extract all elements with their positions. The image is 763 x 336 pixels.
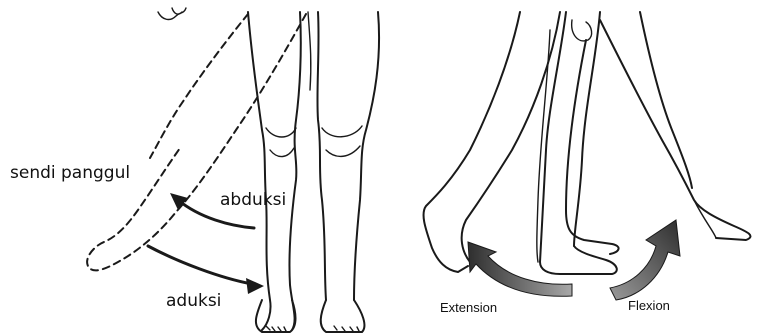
label-adduction: aduksi — [166, 291, 221, 311]
label-abduction: abduksi — [220, 190, 286, 210]
shaded-curved-arrow-icon — [610, 220, 680, 300]
right-panel-legs — [424, 12, 751, 274]
adduction-arrow — [148, 246, 264, 294]
hand-right-panel — [572, 20, 592, 41]
foot-left — [256, 300, 296, 332]
forward-leg — [600, 20, 750, 240]
label-hip-joint: sendi panggul — [10, 163, 130, 183]
label-flexion: Flexion — [628, 298, 670, 313]
shaded-curved-arrow-icon — [468, 242, 572, 296]
flexion-arrow — [610, 220, 680, 300]
label-extension: Extension — [440, 300, 497, 315]
left-panel-legs — [87, 8, 379, 332]
leg-right-outline — [317, 12, 326, 300]
back-leg — [424, 12, 520, 272]
abducted-leg-dashed — [87, 14, 306, 270]
curved-arrow-right-icon — [148, 246, 252, 284]
extension-arrow — [468, 242, 572, 296]
